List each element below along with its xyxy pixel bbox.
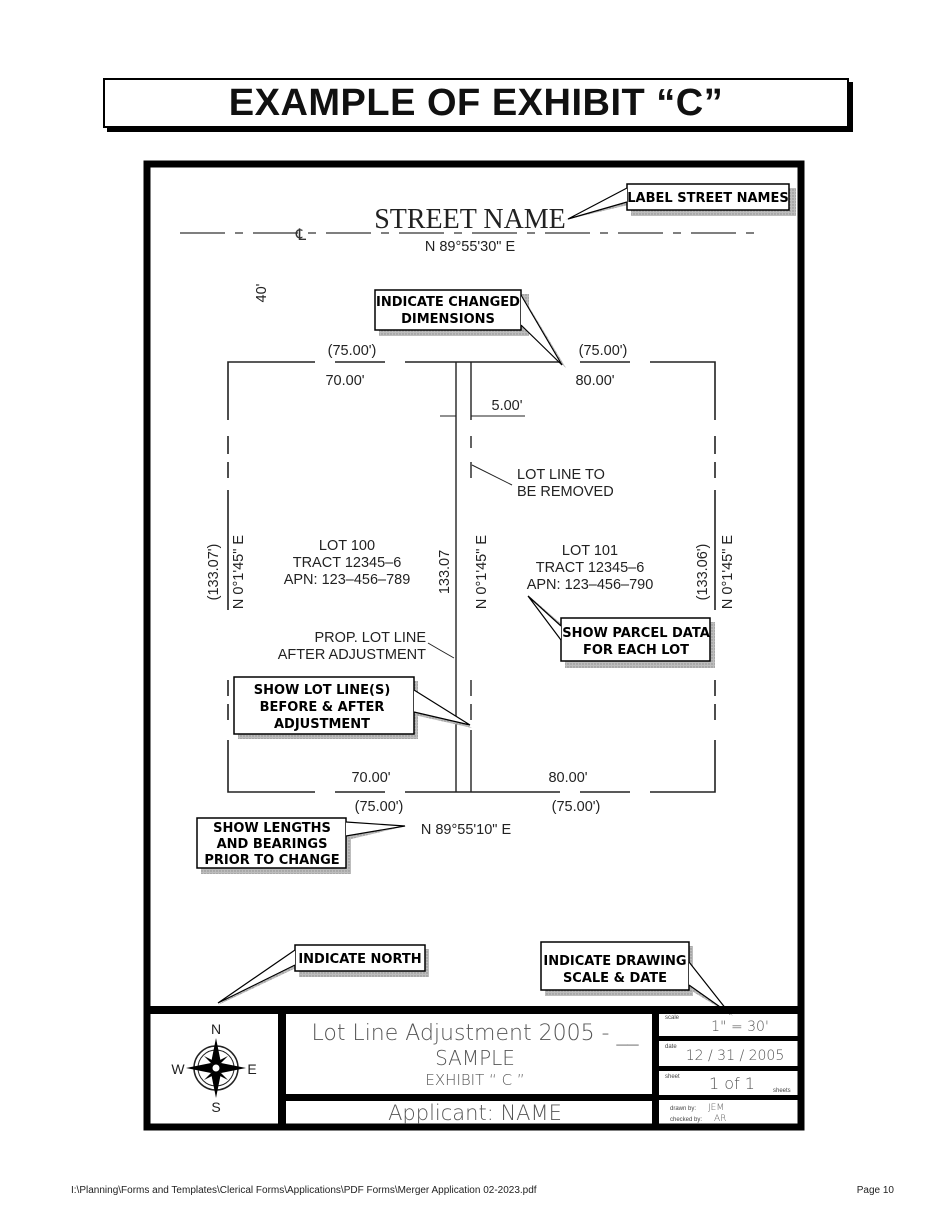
dim-middle-bearing: N 0°1'45" E bbox=[474, 535, 490, 609]
svg-text:LOT 100: LOT 100 bbox=[319, 538, 375, 554]
svg-text:AFTER ADJUSTMENT: AFTER ADJUSTMENT bbox=[278, 647, 426, 663]
dim-bottom-right-new: 80.00' bbox=[548, 770, 587, 786]
svg-text:ADJUSTMENT: ADJUSTMENT bbox=[274, 717, 370, 732]
dim-left-side-old: (133.07') bbox=[206, 544, 222, 601]
note-prop-lot-line: PROP. LOT LINE AFTER ADJUSTMENT bbox=[278, 630, 455, 663]
page-title-box: EXAMPLE OF EXHIBIT “C” bbox=[103, 78, 849, 128]
checked-by-value: AR bbox=[714, 1114, 726, 1124]
applicant: Applicant: NAME bbox=[388, 1101, 562, 1125]
date-label: date bbox=[665, 1044, 677, 1050]
dim-right-side-bearing: N 0°1'45" E bbox=[720, 535, 736, 609]
svg-text:FOR EACH LOT: FOR EACH LOT bbox=[583, 643, 689, 658]
centerline-symbol: ℄ bbox=[295, 225, 307, 244]
callout-parcel-data: SHOW PARCEL DATA FOR EACH LOT bbox=[527, 595, 715, 668]
compass-s: S bbox=[211, 1099, 220, 1115]
compass-rose bbox=[186, 1038, 246, 1098]
checked-by-label: checked by: bbox=[670, 1117, 702, 1123]
dim-middle-length: 133.07 bbox=[437, 550, 453, 594]
drawn-by-label: drawn by: bbox=[670, 1106, 696, 1112]
compass-n: N bbox=[211, 1021, 221, 1037]
lot-100-label: LOT 100 TRACT 12345–6 APN: 123–456–789 bbox=[284, 538, 411, 588]
callout-label-street: LABEL STREET NAMES bbox=[565, 183, 796, 220]
title-block bbox=[150, 1006, 800, 1126]
title-line-1: Lot Line Adjustment 2005 - __ bbox=[311, 1021, 639, 1046]
dim-bottom-right-old: (75.00') bbox=[552, 799, 601, 815]
scale-value: 1" = 30' bbox=[711, 1019, 769, 1035]
svg-text:DIMENSIONS: DIMENSIONS bbox=[401, 312, 495, 327]
dim-right-side-old: (133.06') bbox=[695, 544, 711, 601]
svg-text:TRACT 12345–6: TRACT 12345–6 bbox=[536, 560, 645, 576]
street-bottom-bearing: N 89°55'10" E bbox=[421, 822, 512, 838]
svg-text:PRIOR TO CHANGE: PRIOR TO CHANGE bbox=[204, 853, 339, 868]
svg-text:INDICATE NORTH: INDICATE NORTH bbox=[298, 952, 421, 967]
title-line-2: SAMPLE bbox=[435, 1046, 515, 1070]
lot-101-label: LOT 101 TRACT 12345–6 APN: 123–456–790 bbox=[527, 543, 654, 593]
sheet-value: 1 of 1 bbox=[709, 1074, 755, 1093]
svg-text:LOT LINE TO: LOT LINE TO bbox=[517, 467, 605, 483]
lot-boundaries bbox=[227, 361, 716, 793]
svg-text:PROP. LOT LINE: PROP. LOT LINE bbox=[315, 630, 427, 646]
street-name: STREET NAME bbox=[374, 204, 566, 235]
street-top-bearing: N 89°55'30" E bbox=[425, 239, 516, 255]
svg-text:BE REMOVED: BE REMOVED bbox=[517, 484, 614, 500]
svg-text:LABEL STREET NAMES: LABEL STREET NAMES bbox=[627, 191, 788, 206]
drawn-by-value: JEM bbox=[708, 1103, 724, 1113]
title-line-3: EXHIBIT “ C ” bbox=[425, 1071, 524, 1089]
svg-text:SHOW LOT LINE(S): SHOW LOT LINE(S) bbox=[254, 683, 391, 698]
dim-offset: 5.00' bbox=[492, 398, 523, 414]
dim-bottom-left-old: (75.00') bbox=[355, 799, 404, 815]
date-value: 12 / 31 / 2005 bbox=[686, 1048, 785, 1064]
sheet-label: sheet bbox=[665, 1074, 680, 1080]
svg-text:APN: 123–456–790: APN: 123–456–790 bbox=[527, 577, 654, 593]
dim-left-side-bearing: N 0°1'45" E bbox=[231, 535, 247, 609]
scale-label: scale bbox=[665, 1015, 680, 1021]
svg-text:TRACT 12345–6: TRACT 12345–6 bbox=[293, 555, 402, 571]
callout-scale-date: INDICATE DRAWING SCALE & DATE bbox=[540, 941, 733, 1016]
dim-top-right-old: (75.00') bbox=[579, 343, 628, 359]
callout-north: INDICATE NORTH bbox=[217, 944, 429, 1005]
compass-w: W bbox=[171, 1061, 185, 1077]
svg-text:INDICATE DRAWING: INDICATE DRAWING bbox=[543, 954, 686, 969]
svg-text:SHOW LENGTHS: SHOW LENGTHS bbox=[213, 821, 331, 836]
callout-lot-lines: SHOW LOT LINE(S) BEFORE & AFTER ADJUSTME… bbox=[233, 676, 472, 739]
compass-e: E bbox=[247, 1061, 256, 1077]
svg-text:APN: 123–456–789: APN: 123–456–789 bbox=[284, 572, 411, 588]
footer-page-number: Page 10 bbox=[856, 1185, 894, 1196]
dim-bottom-left-new: 70.00' bbox=[351, 770, 390, 786]
page-title: EXAMPLE OF EXHIBIT “C” bbox=[228, 81, 724, 124]
svg-text:LOT 101: LOT 101 bbox=[562, 543, 618, 559]
sheets-label: sheets bbox=[773, 1088, 791, 1094]
street-width: 40' bbox=[254, 283, 270, 302]
callout-changed-dimensions: INDICATE CHANGED DIMENSIONS bbox=[374, 289, 566, 368]
svg-text:INDICATE CHANGED: INDICATE CHANGED bbox=[376, 295, 520, 310]
dim-top-right-new: 80.00' bbox=[575, 373, 614, 389]
note-lot-line-removed: LOT LINE TO BE REMOVED bbox=[517, 467, 614, 500]
callout-lengths-bearings: SHOW LENGTHS AND BEARINGS PRIOR TO CHANG… bbox=[196, 817, 406, 874]
svg-text:BEFORE & AFTER: BEFORE & AFTER bbox=[260, 700, 385, 715]
drawing-frame bbox=[143, 160, 805, 1131]
footer-file-path: I:\Planning\Forms and Templates\Clerical… bbox=[71, 1185, 537, 1196]
svg-text:AND BEARINGS: AND BEARINGS bbox=[217, 837, 328, 852]
dim-top-left-new: 70.00' bbox=[325, 373, 364, 389]
svg-text:SHOW PARCEL DATA: SHOW PARCEL DATA bbox=[562, 626, 710, 641]
svg-text:SCALE & DATE: SCALE & DATE bbox=[563, 971, 667, 986]
dim-top-left-old: (75.00') bbox=[328, 343, 377, 359]
